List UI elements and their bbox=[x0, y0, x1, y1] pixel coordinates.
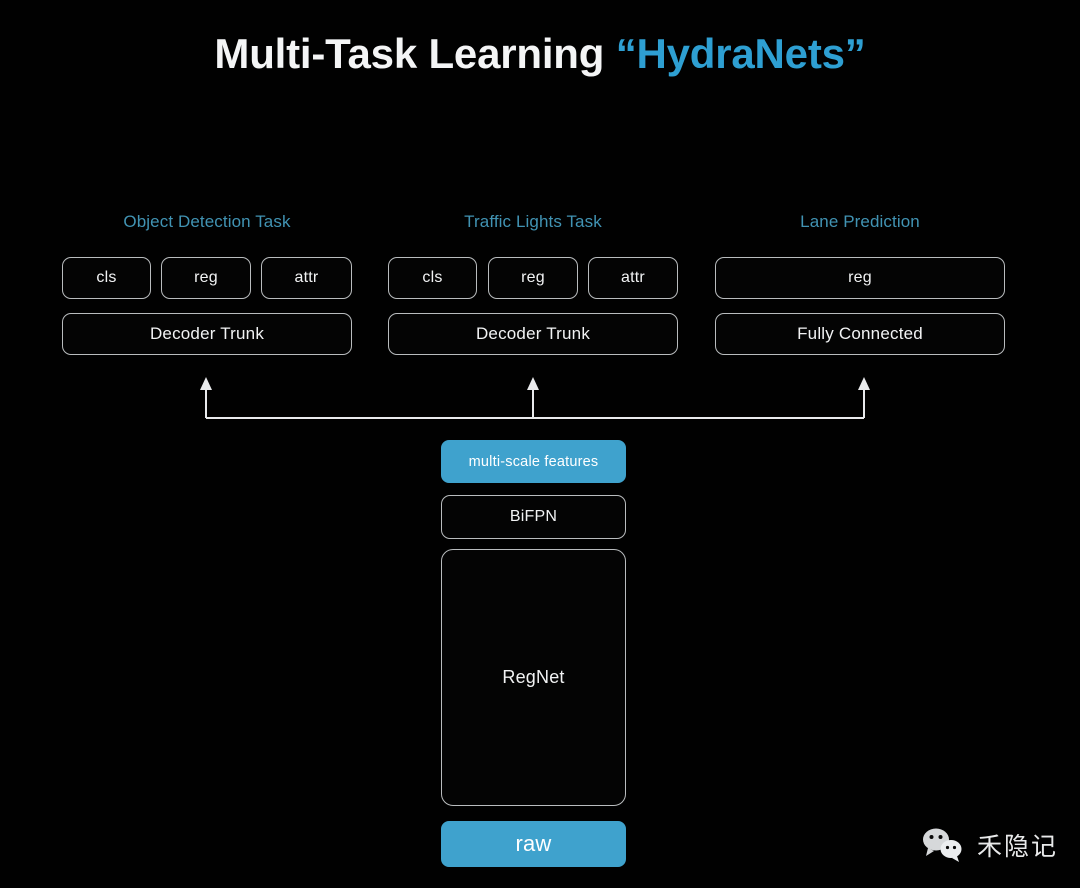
watermark-text: 禾隐记 bbox=[976, 832, 1058, 861]
task-label-traffic-lights: Traffic Lights Task bbox=[464, 212, 602, 231]
head-box-od-attr[interactable]: attr bbox=[261, 257, 352, 299]
trunk-box-fully-connected[interactable]: Fully Connected bbox=[715, 313, 1005, 355]
head-box-tl-cls[interactable]: cls bbox=[388, 257, 477, 299]
page-title: Multi-Task Learning “HydraNets” bbox=[0, 30, 1080, 78]
regnet-box[interactable]: RegNet bbox=[441, 549, 626, 806]
wechat-icon bbox=[922, 828, 962, 862]
trunk-box-traffic-lights[interactable]: Decoder Trunk bbox=[388, 313, 678, 355]
head-box-lane-reg[interactable]: reg bbox=[715, 257, 1005, 299]
head-box-tl-attr[interactable]: attr bbox=[588, 257, 678, 299]
watermark: 禾隐记 bbox=[921, 826, 1058, 864]
multi-scale-features-box[interactable]: multi-scale features bbox=[441, 440, 626, 483]
page-title-accent: “HydraNets” bbox=[615, 30, 866, 77]
head-box-tl-reg[interactable]: reg bbox=[488, 257, 578, 299]
head-box-od-reg[interactable]: reg bbox=[161, 257, 251, 299]
task-label-lane-prediction: Lane Prediction bbox=[800, 212, 920, 231]
raw-input-box[interactable]: raw bbox=[441, 821, 626, 867]
head-box-od-cls[interactable]: cls bbox=[62, 257, 151, 299]
task-label-object-detection: Object Detection Task bbox=[123, 212, 291, 231]
trunk-box-object-detection[interactable]: Decoder Trunk bbox=[62, 313, 352, 355]
bifpn-box[interactable]: BiFPN bbox=[441, 495, 626, 539]
page-title-main: Multi-Task Learning bbox=[214, 30, 616, 77]
